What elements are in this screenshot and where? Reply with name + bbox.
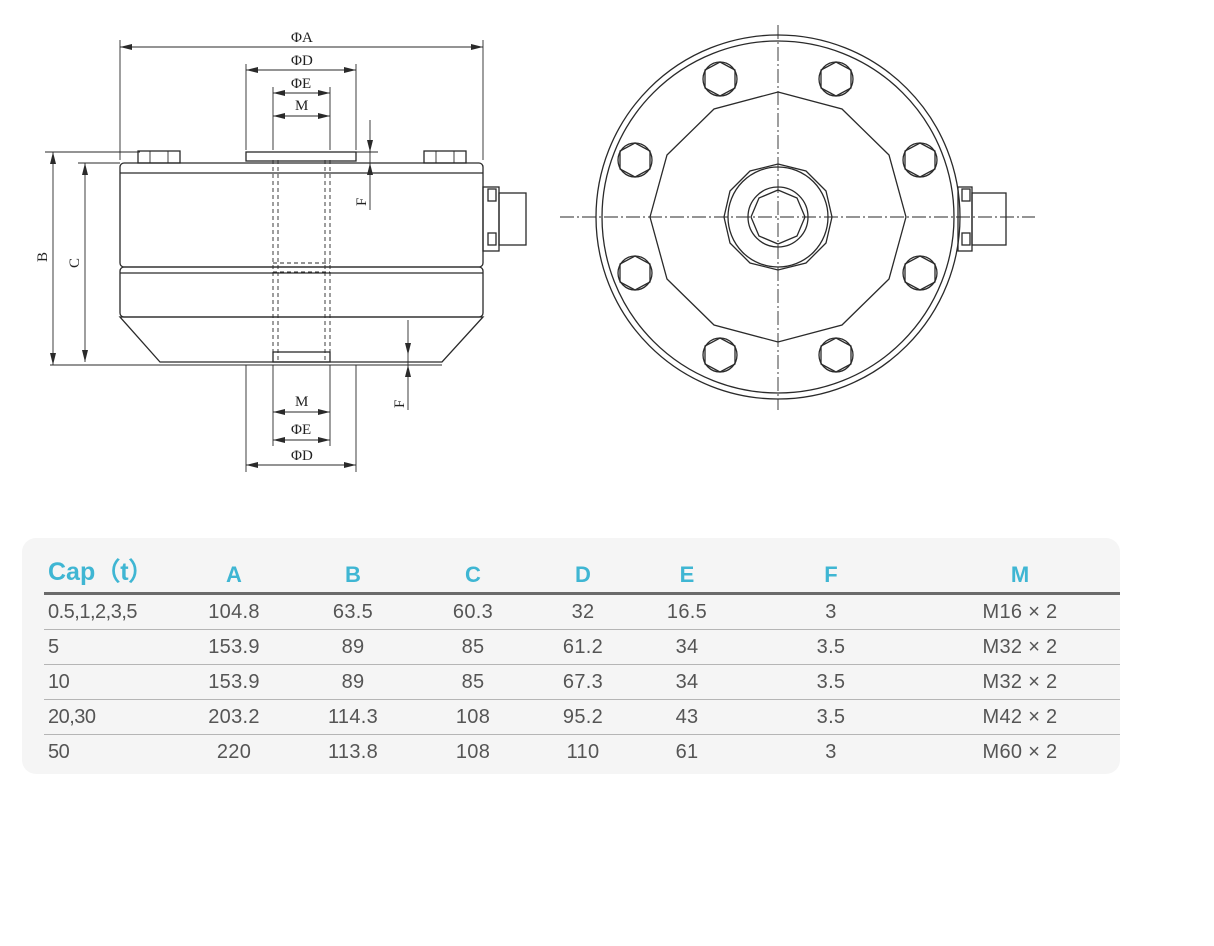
cell-b: 63.5 bbox=[294, 593, 412, 630]
bolt-hole bbox=[902, 255, 938, 291]
cell-b: 89 bbox=[294, 664, 412, 700]
bolt-hole bbox=[702, 337, 738, 373]
cell-m: M42 × 2 bbox=[920, 699, 1120, 735]
cell-cap: 20,30 bbox=[44, 699, 174, 735]
cell-f: 3 bbox=[825, 740, 837, 763]
spec-table-panel: Cap（t） A B C D E F M 0.5,1,2,3,5 104.8 6… bbox=[22, 538, 1120, 774]
header-e: E bbox=[632, 548, 742, 595]
cell-m: M16 × 2 bbox=[920, 593, 1120, 630]
header-b: B bbox=[294, 548, 412, 595]
dim-label-e: ΦE bbox=[291, 76, 311, 92]
header-c: C bbox=[412, 548, 534, 595]
cell-a: 220 bbox=[216, 740, 252, 763]
dim-label-c: C bbox=[67, 258, 83, 268]
spec-table: Cap（t） A B C D E F M 0.5,1,2,3,5 104.8 6… bbox=[44, 548, 1120, 769]
cell-a: 153.9 bbox=[174, 664, 294, 700]
front-view: ΦA ΦD ΦE M B C F M ΦE ΦD F bbox=[35, 30, 527, 472]
table-row: 0.5,1,2,3,5 104.8 63.5 60.3 32 16.5 3 M1… bbox=[44, 593, 1120, 630]
cell-a: 153.9 bbox=[174, 629, 294, 665]
bolt-hole bbox=[617, 255, 653, 291]
cell-cap: 50 bbox=[48, 740, 70, 763]
cell-f: 3.5 bbox=[742, 629, 920, 665]
cell-d: 32 bbox=[534, 593, 632, 630]
cell-a: 203.2 bbox=[174, 699, 294, 735]
cell-a: 104.8 bbox=[174, 593, 294, 630]
cell-f: 3 bbox=[742, 593, 920, 630]
cell-c: 85 bbox=[412, 664, 534, 700]
header-cap: Cap（t） bbox=[44, 548, 174, 595]
dim-label-f-bottom: F bbox=[392, 400, 408, 408]
table-row: 20,30 203.2 114.3 108 95.2 43 3.5 M42 × … bbox=[44, 699, 1120, 735]
cell-d: 67.3 bbox=[534, 664, 632, 700]
cell-b: 114.3 bbox=[294, 699, 412, 735]
cell-cap: 10 bbox=[44, 664, 174, 700]
table-row: 5 153.9 89 85 61.2 34 3.5 M32 × 2 bbox=[44, 629, 1120, 665]
dim-label-f-top: F bbox=[354, 198, 370, 206]
cell-f: 3.5 bbox=[742, 664, 920, 700]
cell-c: 108 bbox=[455, 740, 491, 763]
cell-e: 16.5 bbox=[632, 593, 742, 630]
cell-c: 108 bbox=[412, 699, 534, 735]
cell-e: 61 bbox=[675, 740, 699, 763]
dim-label-e-bottom: ΦE bbox=[291, 422, 311, 438]
table-row: 50 220 113.8 108 110 61 3 M60 × 2 bbox=[44, 735, 1120, 770]
dim-label-a: ΦA bbox=[291, 30, 313, 46]
cell-m: M32 × 2 bbox=[920, 664, 1120, 700]
cell-d: 61.2 bbox=[534, 629, 632, 665]
cell-f: 3.5 bbox=[742, 699, 920, 735]
header-m: M bbox=[920, 548, 1120, 595]
header-d: D bbox=[534, 548, 632, 595]
cell-b: 89 bbox=[294, 629, 412, 665]
table-header-row: Cap（t） A B C D E F M bbox=[44, 548, 1120, 595]
cell-c: 60.3 bbox=[412, 593, 534, 630]
cell-b: 113.8 bbox=[327, 740, 379, 763]
cell-m: M60 × 2 bbox=[982, 740, 1058, 763]
bolt-hole bbox=[818, 337, 854, 373]
header-a: A bbox=[174, 548, 294, 595]
cell-d: 110 bbox=[566, 740, 600, 763]
dim-label-m-bottom: M bbox=[295, 394, 308, 410]
cell-d: 95.2 bbox=[534, 699, 632, 735]
dim-label-d: ΦD bbox=[291, 53, 313, 69]
bolt-hole bbox=[702, 61, 738, 97]
cell-e: 34 bbox=[632, 664, 742, 700]
dim-label-m: M bbox=[295, 98, 308, 114]
header-f: F bbox=[742, 548, 920, 595]
cell-m: M32 × 2 bbox=[920, 629, 1120, 665]
technical-drawing: ΦA ΦD ΦE M B C F M ΦE ΦD F bbox=[35, 25, 1035, 472]
bolt-hole bbox=[818, 61, 854, 97]
table-row: 10 153.9 89 85 67.3 34 3.5 M32 × 2 bbox=[44, 664, 1120, 700]
dim-label-b: B bbox=[35, 252, 51, 262]
cell-cap: 0.5,1,2,3,5 bbox=[44, 593, 174, 630]
cell-e: 34 bbox=[632, 629, 742, 665]
top-view bbox=[560, 25, 1035, 410]
bolt-hole bbox=[902, 142, 938, 178]
bolt-hole bbox=[617, 142, 653, 178]
cell-e: 43 bbox=[632, 699, 742, 735]
cell-c: 85 bbox=[412, 629, 534, 665]
dim-label-d-bottom: ΦD bbox=[291, 448, 313, 464]
cell-cap: 5 bbox=[44, 629, 174, 665]
